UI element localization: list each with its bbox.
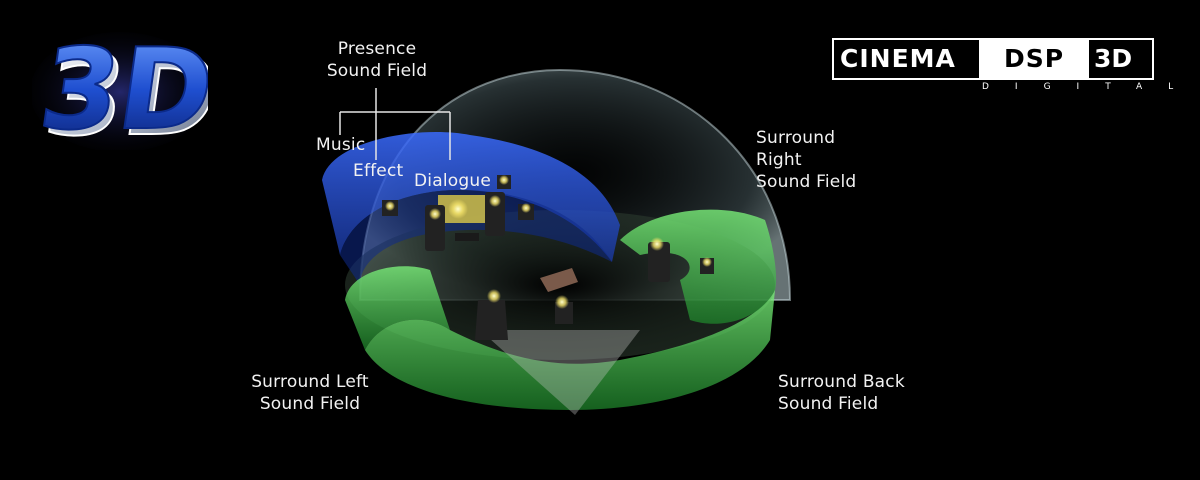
3d-badge-text: 3D [32,30,208,150]
floor-projection [480,330,640,415]
effect-label: Effect [353,161,404,181]
logo-cinema-text: CINEMA [840,44,956,73]
screen-glow [448,199,468,219]
surround-right-speaker [648,242,670,282]
logo-3d-text: 3D [1094,44,1133,73]
surround-right-line1: Surround [756,128,836,148]
presence-label-line2: Sound Field [326,61,428,81]
surround-back-line1: Surround Back [778,372,905,392]
presence-leader-lines [339,88,451,160]
surround-right-line3: Sound Field [756,172,857,192]
3d-badge-logo: 3D 3D [32,30,208,150]
presence-field-inner [340,190,612,285]
speakers [382,175,714,340]
3d-badge-shadow: 3D [38,31,208,150]
center-speaker [455,233,479,241]
surround-right-label: Surround Right Sound Field [756,127,856,193]
logo-digital-text: DIGITAL [982,82,1200,92]
surround-left-label: Surround Left Sound Field [240,371,380,415]
surround-right-line2: Right [756,150,802,170]
presence-field-band [322,132,620,262]
dialogue-label: Dialogue [414,171,491,191]
surround-back-label: Surround Back Sound Field [778,371,905,415]
cinema-dsp-logo: CINEMA DSP 3D DIGITAL [832,38,1200,96]
surround-left-speaker [475,300,508,340]
surround-back-line2: Sound Field [778,394,879,414]
surround-left-line2: Sound Field [259,394,361,414]
surround-left-band [345,266,450,350]
logo-dsp-text: DSP [979,40,1089,78]
surround-left-line1: Surround Left [251,372,369,392]
music-label: Music [316,135,366,155]
presence-label-line1: Presence [337,39,417,59]
surround-back-band [365,290,775,410]
listener-seat [540,268,578,292]
presence-label: Presence Sound Field [318,38,436,82]
